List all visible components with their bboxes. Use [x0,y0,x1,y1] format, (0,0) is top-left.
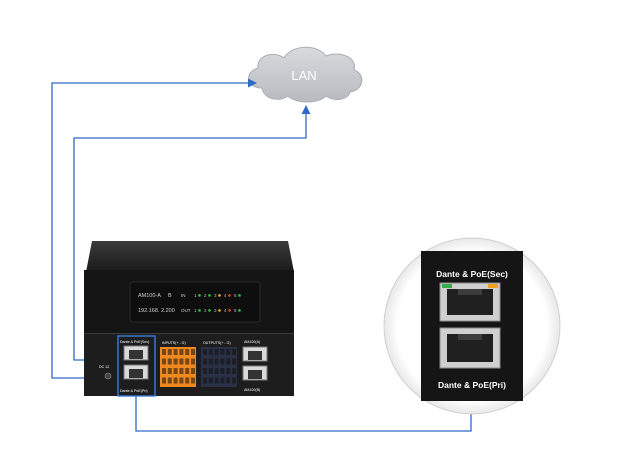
rear-pri-label: Dante & PoE(Pri) [120,389,148,393]
terminal-screw [162,377,166,384]
outputs-label: OUTPUTS(+ - G) [203,341,231,345]
lan-cloud: LAN [248,46,363,103]
zoom-pri-label: Dante & PoE(Pri) [438,380,506,390]
terminal-screw [173,377,178,384]
zoom-sec-label: Dante & PoE(Sec) [436,269,508,279]
terminal-screw [226,368,231,374]
rear-sec-label: Dante & PoE(Sec) [120,340,149,344]
terminal-screw [179,358,184,365]
dc-jack [104,372,112,380]
channel-led [198,309,201,312]
zoom-panel [421,251,523,401]
terminal-screw [220,358,225,365]
channel-led [238,309,241,312]
terminal-screw [203,377,207,384]
terminal-screw [191,377,195,384]
terminal-screw [232,358,236,365]
dante-port-highlight [117,335,156,397]
terminal-screw [162,368,166,374]
channel-led [228,294,231,297]
terminal-screw [214,377,219,384]
in-label: IN [181,293,186,298]
channel-led [198,294,201,297]
zoom-callout: Dante & PoE(Sec) Dante & PoE(Pri) [383,237,561,415]
channel-number: 4 [224,293,227,298]
terminal-screw [179,368,184,374]
terminal-screw [191,358,195,365]
terminal-screw [226,349,231,355]
terminal-screw [179,349,184,355]
inputs-label: INPUTS(+ - G) [162,341,186,345]
terminal-screw [173,358,178,365]
in-channel-leds: 1 2 3 4 5 [194,293,241,298]
am100-a-label: AM100(A) [244,340,260,344]
channel-number: 1 [194,293,197,298]
out-channel-leds: 1 2 3 4 5 [194,308,241,313]
terminal-screw [167,358,172,365]
terminal-screw [232,368,236,374]
terminal-screw [214,358,219,365]
channel-led [238,294,241,297]
channel-number: 5 [234,293,237,298]
terminal-screw [167,377,172,384]
terminal-screw [220,368,225,374]
terminal-screw [226,377,231,384]
inputs-terminal-block [160,347,196,387]
lan-label: LAN [291,68,316,83]
dante-device: AM100-A B 192.168. 2.200 IN OUT 1 2 3 4 5 1 2… [84,241,294,397]
dc-label: DC 12 [99,365,109,369]
terminal-screw [203,368,207,374]
terminal-screw [167,368,172,374]
line-zoom-callout [135,396,472,432]
terminal-screw [208,377,213,384]
terminal-screw [203,349,207,355]
channel-led [228,309,231,312]
terminal-screw [173,349,178,355]
terminal-screw [214,349,219,355]
channel-number: 2 [204,308,207,313]
zoom-rj45-pri-port [439,327,501,369]
channel-led [218,309,221,312]
display-a: B [168,293,172,299]
status-display [129,281,261,323]
terminal-screw [191,349,195,355]
terminal-screw [185,368,190,374]
channel-number: 3 [214,293,217,298]
terminal-screw [162,358,166,365]
zoom-rj45-sec-port [439,282,501,322]
terminal-screw [220,349,225,355]
display-name: AM100-A [138,293,161,299]
channel-number: 2 [204,293,207,298]
channel-led [208,294,211,297]
channel-number: 1 [194,308,197,313]
channel-number: 4 [224,308,227,313]
terminal-screw [214,368,219,374]
terminal-screw [208,358,213,365]
terminal-screw [220,377,225,384]
terminal-screw [185,358,190,365]
terminal-screw [191,368,195,374]
out-label: OUT [181,308,191,313]
terminal-screw [185,377,190,384]
outputs-terminal-block [201,347,237,387]
terminal-screw [173,368,178,374]
display-ip: 192.168. [138,308,160,314]
terminal-screw [232,377,236,384]
terminal-screw [232,349,236,355]
channel-number: 5 [234,308,237,313]
terminal-screw [226,358,231,365]
terminal-screw [179,377,184,384]
terminal-screw [208,349,213,355]
terminal-screw [203,358,207,365]
display-ip-end: 2.200 [161,308,175,314]
terminal-screw [185,349,190,355]
terminal-screw [167,349,172,355]
channel-led [218,294,221,297]
am100-b-label: AM100(B) [244,388,260,392]
channel-number: 3 [214,308,217,313]
terminal-screw [162,349,166,355]
terminal-screw [208,368,213,374]
channel-led [208,309,211,312]
